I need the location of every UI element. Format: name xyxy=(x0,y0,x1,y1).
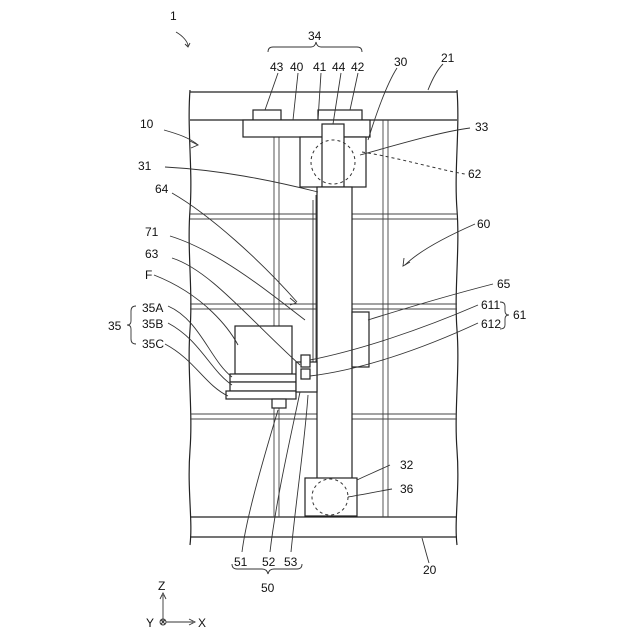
label-50: 50 xyxy=(261,581,275,595)
label-31: 31 xyxy=(138,159,152,173)
part-65 xyxy=(352,312,369,367)
beam-40 xyxy=(243,120,370,137)
label-60: 60 xyxy=(477,217,491,231)
label-35: 35 xyxy=(108,319,122,333)
label-40: 40 xyxy=(290,60,304,74)
label-43: 43 xyxy=(270,60,284,74)
column-body xyxy=(317,187,352,482)
label-F: F xyxy=(145,268,152,282)
label-1: 1 xyxy=(170,9,177,23)
label-34: 34 xyxy=(308,29,322,43)
sensor-612 xyxy=(301,369,310,379)
label-35C: 35C xyxy=(142,337,164,351)
shaft-41 xyxy=(322,124,344,187)
block-42 xyxy=(318,110,362,120)
label-20: 20 xyxy=(423,563,437,577)
label-44: 44 xyxy=(332,60,346,74)
label-36: 36 xyxy=(400,482,414,496)
plate-35B xyxy=(230,382,296,391)
sensor-611 xyxy=(301,355,310,367)
label-35B: 35B xyxy=(142,317,163,331)
label-71: 71 xyxy=(145,225,159,239)
top-carriage xyxy=(243,110,370,187)
label-64: 64 xyxy=(155,182,169,196)
label-21: 21 xyxy=(441,51,455,65)
label-51: 51 xyxy=(234,555,248,569)
frame-right-edge xyxy=(456,90,458,545)
frame-left-edge xyxy=(189,90,191,545)
column-31 xyxy=(313,187,369,482)
axis-label-x: X xyxy=(198,616,206,630)
axis-label-z: Z xyxy=(158,579,165,593)
label-42: 42 xyxy=(351,60,365,74)
label-61: 61 xyxy=(513,308,527,322)
plate-35A xyxy=(230,374,296,382)
label-10: 10 xyxy=(140,117,154,131)
axes-indicator xyxy=(160,593,195,625)
label-612: 612 xyxy=(481,317,501,331)
label-53: 53 xyxy=(284,555,298,569)
plate-35C xyxy=(226,391,296,399)
label-35A: 35A xyxy=(142,301,163,315)
label-611: 611 xyxy=(481,298,500,312)
label-41: 41 xyxy=(313,60,327,74)
label-52: 52 xyxy=(262,555,276,569)
label-33: 33 xyxy=(475,120,489,134)
label-65: 65 xyxy=(497,277,511,291)
label-32: 32 xyxy=(400,458,414,472)
block-43 xyxy=(253,110,281,120)
label-62: 62 xyxy=(468,167,482,181)
label-63: 63 xyxy=(145,247,159,261)
axis-label-y: Y xyxy=(146,616,154,630)
block-51 xyxy=(272,399,286,408)
label-30: 30 xyxy=(394,55,408,69)
